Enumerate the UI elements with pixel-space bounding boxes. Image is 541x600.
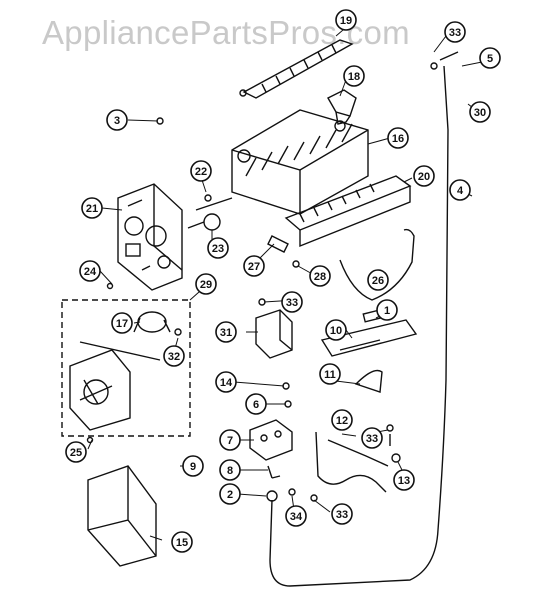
- callout-number: 24: [84, 266, 97, 278]
- callout-16: 16: [387, 127, 409, 149]
- callout-number: 31: [220, 327, 232, 339]
- callout-number: 21: [86, 203, 98, 215]
- callout-number: 27: [248, 261, 260, 273]
- callout-7: 7: [219, 429, 241, 451]
- callout-number: 32: [168, 351, 180, 363]
- callout-number: 16: [392, 133, 404, 145]
- callout-2: 2: [219, 483, 241, 505]
- callout-33: 33: [281, 291, 303, 313]
- part-22-23-shaft-motor: [187, 194, 233, 231]
- callout-1: 1: [376, 299, 398, 321]
- part-15-cover: [87, 465, 157, 567]
- callout-25: 25: [65, 441, 87, 463]
- callout-number: 19: [340, 15, 352, 27]
- callout-5: 5: [479, 47, 501, 69]
- callout-number: 9: [190, 461, 196, 473]
- callout-number: 6: [253, 399, 259, 411]
- part-21-control-housing: [117, 183, 183, 291]
- callout-23: 23: [207, 237, 229, 259]
- callout-3: 3: [106, 109, 128, 131]
- part-19-ejector-blade: [239, 39, 354, 99]
- callout-number: 2: [227, 489, 233, 501]
- callout-20: 20: [413, 165, 435, 187]
- callout-number: 30: [474, 107, 486, 119]
- callout-number: 28: [314, 271, 326, 283]
- leader-lines: [87, 23, 483, 541]
- callout-34: 34: [285, 505, 307, 527]
- callout-19: 19: [335, 9, 357, 31]
- callout-number: 11: [324, 369, 336, 381]
- callout-33: 33: [331, 503, 353, 525]
- callout-8: 8: [219, 459, 241, 481]
- callout-27: 27: [243, 255, 265, 277]
- callout-number: 22: [195, 166, 207, 178]
- callout-number: 10: [330, 325, 342, 337]
- callout-number: 23: [212, 243, 224, 255]
- part-26-wire: [339, 228, 415, 301]
- part-13-harness: [315, 431, 401, 493]
- callout-number: 4: [457, 185, 464, 197]
- callout-number: 33: [366, 433, 378, 445]
- callout-30: 30: [469, 101, 491, 123]
- part-31-bracket: [255, 309, 293, 359]
- callout-number: 33: [336, 509, 348, 521]
- callout-number: 33: [286, 297, 298, 309]
- callout-number: 29: [200, 279, 212, 291]
- part-7-switch: [249, 419, 293, 461]
- callout-29: 29: [195, 273, 217, 295]
- callout-number: 25: [70, 447, 82, 459]
- callout-18: 18: [343, 65, 365, 87]
- part-11-clip: [354, 369, 383, 393]
- callout-17: 17: [111, 312, 133, 334]
- callout-14: 14: [215, 371, 237, 393]
- callout-12: 12: [331, 409, 353, 431]
- callout-33: 33: [361, 427, 383, 449]
- callout-number: 1: [384, 305, 390, 317]
- callout-33: 33: [444, 21, 466, 43]
- callout-13: 13: [393, 469, 415, 491]
- callout-number: 34: [290, 511, 303, 523]
- callout-31: 31: [215, 321, 237, 343]
- callout-number: 18: [348, 71, 360, 83]
- part-29-module-plate: [69, 341, 161, 431]
- part-4-wire: [269, 65, 449, 587]
- part-27-bracket: [267, 235, 289, 253]
- callout-24: 24: [79, 260, 101, 282]
- callout-10: 10: [325, 319, 347, 341]
- callout-number: 20: [418, 171, 430, 183]
- callout-21: 21: [81, 197, 103, 219]
- callout-number: 12: [336, 415, 348, 427]
- callout-26: 26: [367, 269, 389, 291]
- callout-number: 13: [398, 475, 410, 487]
- part-20-heater: [284, 175, 412, 248]
- callout-6: 6: [245, 393, 267, 415]
- callout-number: 17: [116, 318, 128, 330]
- callout-number: 5: [487, 53, 493, 65]
- callout-9: 9: [182, 455, 204, 477]
- part-16-mold: [231, 109, 369, 215]
- callout-number: 14: [220, 377, 233, 389]
- callout-28: 28: [309, 265, 331, 287]
- callout-32: 32: [163, 345, 185, 367]
- callout-22: 22: [190, 160, 212, 182]
- callout-labels: 1234567891011121314151617181920212223242…: [65, 9, 501, 553]
- hardware-screws: [86, 117, 394, 502]
- part-29-group-outline: [61, 299, 191, 437]
- callout-number: 8: [227, 465, 233, 477]
- callout-number: 7: [227, 435, 233, 447]
- callout-number: 15: [176, 537, 188, 549]
- callout-11: 11: [319, 363, 341, 385]
- callout-number: 33: [449, 27, 461, 39]
- callout-15: 15: [171, 531, 193, 553]
- callout-4: 4: [449, 179, 471, 201]
- callout-number: 3: [114, 115, 120, 127]
- callout-number: 26: [372, 275, 384, 287]
